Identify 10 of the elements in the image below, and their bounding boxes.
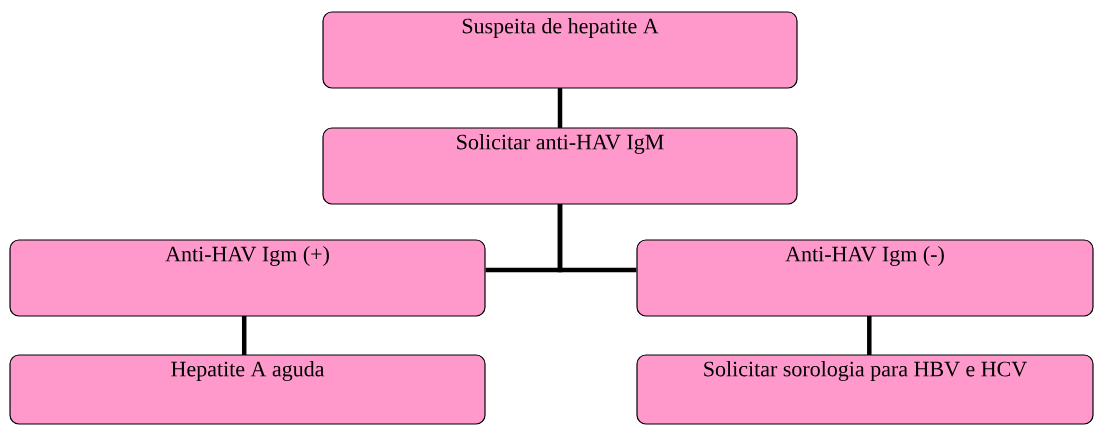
process-box: Suspeita de hepatite A: [322, 11, 798, 89]
process-box: Solicitar sorologia para HBV e HCV: [636, 354, 1094, 425]
connector-line: [557, 204, 637, 273]
process-box: Anti-HAV Igm (+): [9, 239, 486, 317]
connector-line: [867, 316, 872, 355]
process-box: Hepatite A aguda: [9, 354, 486, 425]
process-box: Anti-HAV Igm (-): [636, 239, 1094, 317]
connector-line: [241, 316, 247, 355]
process-box: Solicitar anti-HAV IgM: [322, 127, 798, 205]
connector-line: [557, 88, 563, 128]
